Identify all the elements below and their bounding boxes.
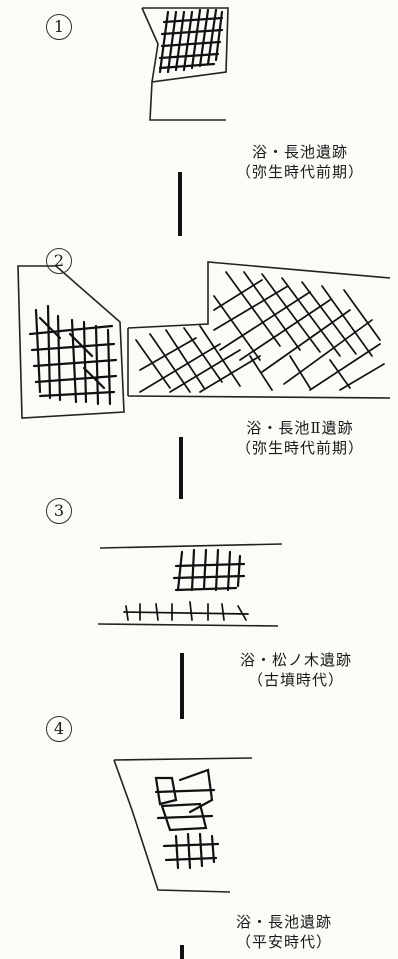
caption-4-period: （平安時代） (236, 933, 333, 951)
caption-1-site: 浴・長池遺跡 (252, 143, 349, 161)
caption-4-site: 浴・長池遺跡 (236, 913, 333, 931)
caption-3: 浴・松ノ木遺跡 （古墳時代） (240, 650, 352, 690)
field-2-left-drawing (17, 265, 125, 419)
caption-1-period: （弥生時代前期） (236, 163, 365, 181)
section-3-number: 3 (46, 498, 72, 524)
section-4-number: 4 (46, 716, 72, 742)
caption-4: 浴・長池遺跡 （平安時代） (236, 912, 332, 952)
section-1-number: 1 (46, 14, 72, 40)
caption-1: 浴・長池遺跡 （弥生時代前期） (236, 142, 364, 182)
section-2-number: 2 (46, 248, 72, 274)
field-4-drawing (113, 757, 253, 893)
timeline-connector-2 (179, 437, 183, 499)
field-3-drawing (97, 543, 283, 627)
timeline-connector-3 (180, 653, 184, 719)
caption-2-site: 浴・長池Ⅱ遺跡 (246, 419, 354, 437)
caption-2-period: （弥生時代前期） (236, 439, 365, 457)
timeline-connector-4 (180, 945, 184, 959)
caption-2: 浴・長池Ⅱ遺跡 （弥生時代前期） (236, 418, 364, 458)
caption-3-period: （古墳時代） (248, 671, 345, 689)
field-1-drawing (141, 7, 229, 121)
timeline-connector-1 (178, 172, 182, 236)
field-2-right-drawing (127, 261, 391, 399)
caption-3-site: 浴・松ノ木遺跡 (240, 651, 353, 669)
